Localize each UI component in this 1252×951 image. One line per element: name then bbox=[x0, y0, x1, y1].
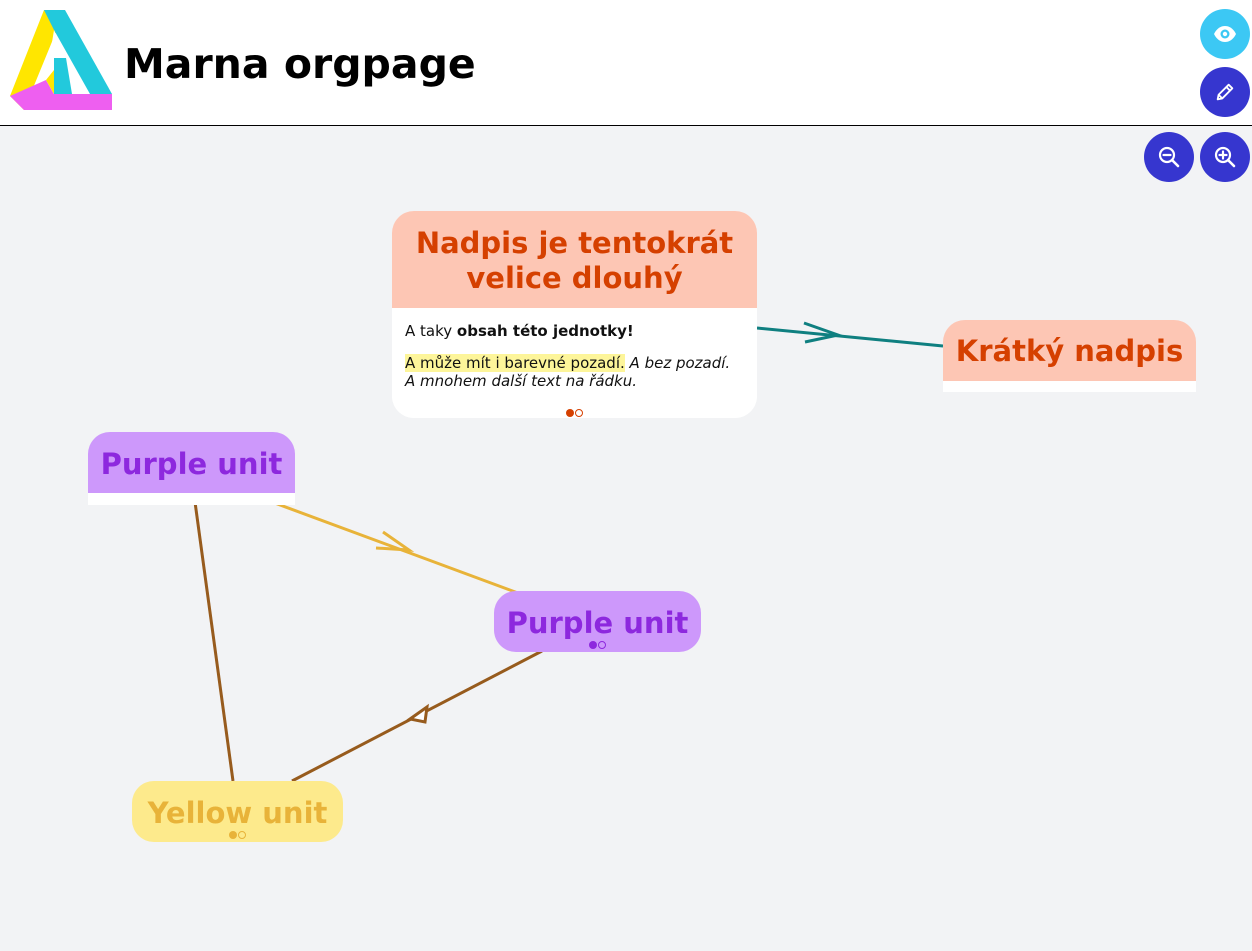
unit-card-purple[interactable]: Purple unit bbox=[88, 432, 295, 505]
unit-title: Purple unit bbox=[506, 606, 689, 640]
pencil-icon bbox=[1216, 83, 1234, 101]
edge-purple-to-purple bbox=[271, 500, 519, 595]
edge-arrowhead-open bbox=[803, 321, 844, 344]
page-dot-active[interactable] bbox=[229, 831, 237, 839]
zoom-in-icon bbox=[1214, 146, 1236, 168]
page-title: Marna orgpage bbox=[124, 40, 476, 88]
unit-title: Krátký nadpis bbox=[943, 320, 1196, 381]
body-highlight-text: A může mít i barevné pozadí. bbox=[405, 354, 625, 372]
unit-card-kratky-nadpis[interactable]: Krátký nadpis bbox=[943, 320, 1196, 392]
edge-purple-to-yellow-direct bbox=[193, 501, 235, 782]
body-italic-text: A bez pozadí. A mnohem další text na řád… bbox=[405, 354, 731, 390]
page-dot-active[interactable] bbox=[589, 641, 597, 649]
page-dots bbox=[494, 641, 701, 649]
unit-title: Yellow unit bbox=[147, 796, 328, 830]
page-dots bbox=[392, 409, 757, 417]
unit-body-paragraph: A taky obsah této jednotky! bbox=[405, 322, 744, 340]
unit-card-nadpis[interactable]: Nadpis je tentokrát velice dlouhý A taky… bbox=[392, 211, 757, 418]
body-text: A taky bbox=[405, 322, 457, 340]
unit-body: A taky obsah této jednotky! A může mít i… bbox=[392, 308, 757, 418]
zoom-out-button[interactable] bbox=[1144, 132, 1194, 182]
app-header: Marna orgpage bbox=[0, 0, 1252, 126]
unit-body bbox=[88, 493, 295, 505]
unit-title: Nadpis je tentokrát velice dlouhý bbox=[392, 211, 757, 308]
zoom-out-icon bbox=[1158, 146, 1180, 168]
unit-title: Purple unit bbox=[88, 432, 295, 493]
page-dot-inactive[interactable] bbox=[575, 409, 583, 417]
view-mode-button[interactable] bbox=[1200, 9, 1250, 59]
unit-body bbox=[943, 381, 1196, 392]
page-dot-inactive[interactable] bbox=[598, 641, 606, 649]
edge-arrowhead-hollow-triangle bbox=[406, 703, 429, 724]
page-dot-inactive[interactable] bbox=[238, 831, 246, 839]
edge-nadpis-to-kratky bbox=[756, 326, 944, 348]
unit-card-purple-2[interactable]: Purple unit bbox=[494, 591, 701, 652]
body-bold-text: obsah této jednotky! bbox=[456, 322, 634, 340]
edge-arrowhead-open bbox=[375, 530, 415, 552]
zoom-in-button[interactable] bbox=[1200, 132, 1250, 182]
edit-mode-button[interactable] bbox=[1200, 67, 1250, 117]
page-dots bbox=[132, 831, 343, 839]
page-dot-active[interactable] bbox=[566, 409, 574, 417]
penrose-triangle-logo-icon bbox=[10, 10, 112, 110]
eye-icon bbox=[1214, 26, 1236, 42]
unit-card-yellow[interactable]: Yellow unit bbox=[132, 781, 343, 842]
unit-body-paragraph: A může mít i barevné pozadí. A bez pozad… bbox=[405, 354, 744, 390]
